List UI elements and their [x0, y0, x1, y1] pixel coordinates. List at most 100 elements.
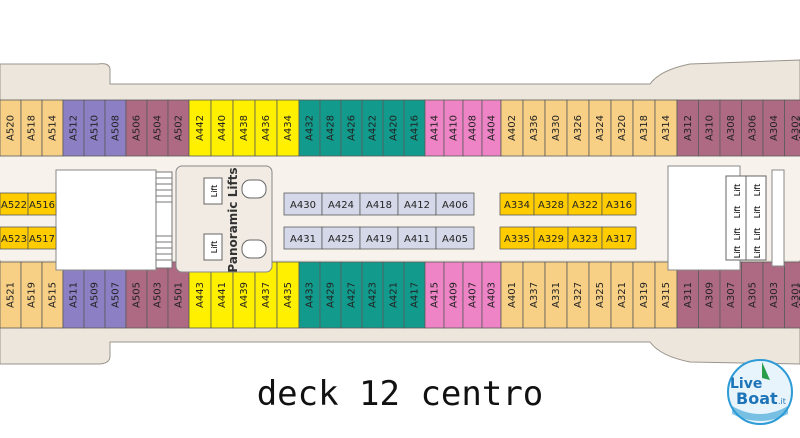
cabin-label: A421 [389, 282, 400, 308]
cabin-label: A430 [290, 200, 316, 211]
cabin-a316[interactable] [601, 192, 637, 216]
lift-label: Lift [753, 206, 762, 219]
cabin-label: A337 [529, 282, 540, 308]
cabin-label: A409 [449, 282, 460, 308]
cabin-label: A202 [798, 115, 800, 141]
cabin-label: A501 [174, 282, 185, 308]
cabin-label: A418 [366, 200, 392, 211]
cabin-label: A509 [90, 282, 101, 308]
cabin-label: A325 [595, 282, 606, 308]
stair-block-left [55, 169, 157, 271]
cabin-label: A404 [487, 115, 498, 141]
cabin-a405[interactable] [435, 226, 475, 250]
cabin-a516[interactable] [27, 192, 57, 216]
cabin-label: A329 [538, 234, 564, 245]
cabin-label: A306 [747, 115, 758, 141]
cabin-label: A415 [430, 282, 441, 308]
cabin-label: A406 [442, 200, 468, 211]
cabin-label: A407 [468, 282, 479, 308]
cabin-label: A318 [639, 115, 650, 141]
cabin-label: A510 [90, 115, 101, 141]
cabin-label: A518 [27, 115, 38, 141]
cabin-label: A419 [366, 234, 392, 245]
cabin-label: A508 [111, 115, 122, 141]
lift-label: Lift [753, 228, 762, 241]
cabin-label: A301 [790, 282, 800, 308]
cabin-label: A516 [29, 200, 55, 211]
cabin-a517[interactable] [27, 226, 57, 250]
cabin-label: A517 [29, 234, 55, 245]
cabin-label: A316 [606, 200, 632, 211]
cabin-label: A326 [573, 115, 584, 141]
cabin-label: A328 [538, 200, 564, 211]
cabin-a406[interactable] [435, 192, 475, 216]
logo-line2: Boat [736, 389, 778, 408]
cabin-label: A523 [1, 234, 27, 245]
cabin-label: A507 [111, 282, 122, 308]
cabin-label: A425 [328, 234, 354, 245]
cabin-label: A314 [661, 115, 672, 141]
cabin-label: A423 [368, 282, 379, 308]
cabin-a317[interactable] [601, 226, 637, 250]
cabin-label: A304 [769, 115, 780, 141]
cabin-label: A412 [404, 200, 430, 211]
cabin-label: A502 [174, 115, 185, 141]
cabin-label: A439 [239, 282, 250, 308]
cabin-label: A426 [347, 115, 358, 141]
cabin-a301[interactable] [784, 261, 800, 329]
cabin-label: A403 [487, 282, 498, 308]
cabin-label: A511 [69, 282, 80, 308]
cabin-label: A437 [261, 282, 272, 308]
cabin-label: A317 [606, 234, 632, 245]
cabin-label: A315 [661, 282, 672, 308]
cabin-label: A417 [410, 282, 421, 308]
cabin-label: A441 [217, 282, 228, 308]
cabin-label: A302 [790, 115, 800, 141]
cabin-label: A506 [132, 115, 143, 141]
cabin-label: A308 [726, 115, 737, 141]
cabin-label: A334 [504, 200, 530, 211]
cabin-label: A408 [468, 115, 479, 141]
lift-label: Lift [733, 246, 742, 259]
cabin-label: A433 [305, 282, 316, 308]
cabin-label: A443 [195, 282, 206, 308]
liveboat-logo: Live Boat .it [727, 359, 793, 425]
deck-title: deck 12 centro [256, 374, 544, 414]
lift-label: Lift [210, 241, 219, 254]
cabin-label: A505 [132, 282, 143, 308]
cabin-label: A414 [430, 115, 441, 141]
cabin-label: A405 [442, 234, 468, 245]
cabin-label: A410 [449, 115, 460, 141]
cabin-label: A427 [347, 282, 358, 308]
panoramic-lifts: Lift Lift Panoramic Lifts [175, 165, 273, 273]
cabin-label: A402 [507, 115, 518, 141]
cabin-label: A440 [217, 115, 228, 141]
lift-label: Lift [733, 228, 742, 241]
cabin-label: A201 [798, 282, 800, 308]
cabin-label: A309 [704, 282, 715, 308]
cabin-a302[interactable] [784, 99, 800, 157]
cabin-label: A428 [326, 115, 337, 141]
cabin-label: A319 [639, 282, 650, 308]
cabin-label: A310 [704, 115, 715, 141]
lift-label: Lift [733, 184, 742, 197]
cabin-label: A416 [410, 115, 421, 141]
cabin-label: A327 [573, 282, 584, 308]
cabin-label: A303 [769, 282, 780, 308]
cabin-label: A401 [507, 282, 518, 308]
cabin-label: A431 [290, 234, 316, 245]
cabin-label: A305 [747, 282, 758, 308]
cabin-label: A307 [726, 282, 737, 308]
cabin-label: A520 [6, 115, 17, 141]
logo-line1: Live [730, 376, 762, 392]
cabin-label: A434 [283, 115, 294, 141]
cabin-label: A424 [328, 200, 354, 211]
cabin-label: A514 [48, 115, 59, 141]
lift-label: Lift [753, 184, 762, 197]
cabin-label: A320 [617, 115, 628, 141]
cabin-label: A331 [551, 282, 562, 308]
lift-label: Lift [753, 246, 762, 259]
